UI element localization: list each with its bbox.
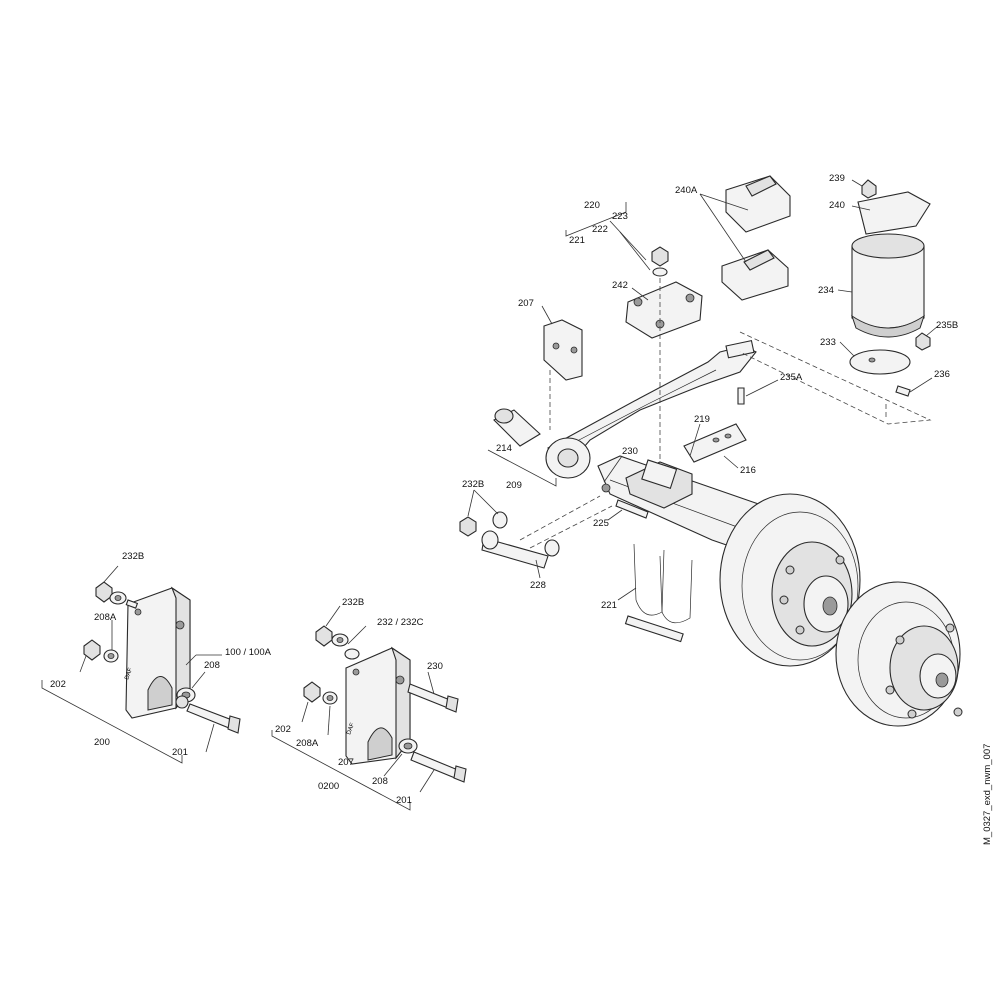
axle-assembly <box>459 175 963 727</box>
callout-207: 207 <box>518 298 534 309</box>
callout-236: 236 <box>934 369 950 380</box>
callout-219: 219 <box>694 414 710 425</box>
callout-208A: 208A <box>296 738 319 749</box>
svg-text:DAF: DAF <box>346 722 356 736</box>
callout-232B: 232B <box>122 551 145 562</box>
callout-202: 202 <box>275 724 291 735</box>
callout-0200: 0200 <box>318 781 340 792</box>
callout-234: 234 <box>818 285 834 296</box>
svg-text:DAF: DAF <box>124 667 134 681</box>
callout-230: 230 <box>427 661 443 672</box>
callout-240A: 240A <box>675 185 698 196</box>
callout-232-232C: 232 / 232C <box>377 617 424 628</box>
bracket-assembly-0200: DAF <box>271 605 467 811</box>
callout-240: 240 <box>829 200 845 211</box>
callout-220: 220 <box>584 200 600 211</box>
callout-242: 242 <box>612 280 628 291</box>
callout-209: 209 <box>506 480 522 491</box>
callout-200: 200 <box>94 737 110 748</box>
callout-216: 216 <box>740 465 756 476</box>
callout-214: 214 <box>496 443 512 454</box>
callout-221: 221 <box>601 600 617 611</box>
callout-201: 201 <box>396 795 412 806</box>
callout-232B: 232B <box>462 479 485 490</box>
callout-222: 222 <box>592 224 608 235</box>
callout-232B: 232B <box>342 597 365 608</box>
callout-221: 221 <box>569 235 585 246</box>
callout-223: 223 <box>612 211 628 222</box>
callout-230: 230 <box>622 446 638 457</box>
callout-235B: 235B <box>936 320 959 331</box>
callout-235A: 235A <box>780 372 803 383</box>
callout-225: 225 <box>593 518 609 529</box>
callout-208: 208 <box>372 776 388 787</box>
callout-233: 233 <box>820 337 836 348</box>
callout-208: 208 <box>204 660 220 671</box>
callout-228: 228 <box>530 580 546 591</box>
callout-239: 239 <box>829 173 845 184</box>
callout-201: 201 <box>172 747 188 758</box>
drawing-code: M_0327_exd_nwm_007 <box>982 743 993 845</box>
callout-202: 202 <box>50 679 66 690</box>
callout-100-100A: 100 / 100A <box>225 647 271 658</box>
callout-207: 207 <box>338 757 354 768</box>
callout-208A: 208A <box>94 612 117 623</box>
bracket-assembly-200: DAF <box>41 565 241 764</box>
